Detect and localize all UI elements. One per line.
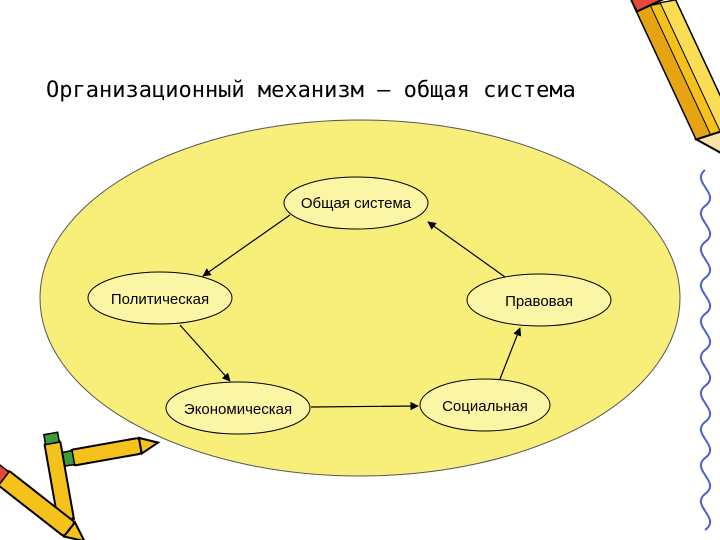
node-political-label: Политическая — [111, 291, 209, 308]
node-political: Политическая — [88, 272, 232, 324]
node-legal-label: Правовая — [505, 293, 573, 310]
node-social-label: Социальная — [442, 398, 528, 415]
node-legal: Правовая — [467, 274, 611, 326]
node-general: Общая система — [284, 177, 428, 229]
pencil-icon — [631, 0, 720, 167]
slide-title: Организационный механизм – общая система — [46, 78, 576, 103]
node-general-label: Общая система — [301, 195, 412, 212]
node-economic-label: Экономическая — [184, 401, 292, 418]
wavy-line — [701, 170, 710, 530]
crayons-icon — [0, 432, 159, 540]
node-social: Социальная — [420, 379, 550, 431]
node-economic: Экономическая — [166, 382, 310, 434]
